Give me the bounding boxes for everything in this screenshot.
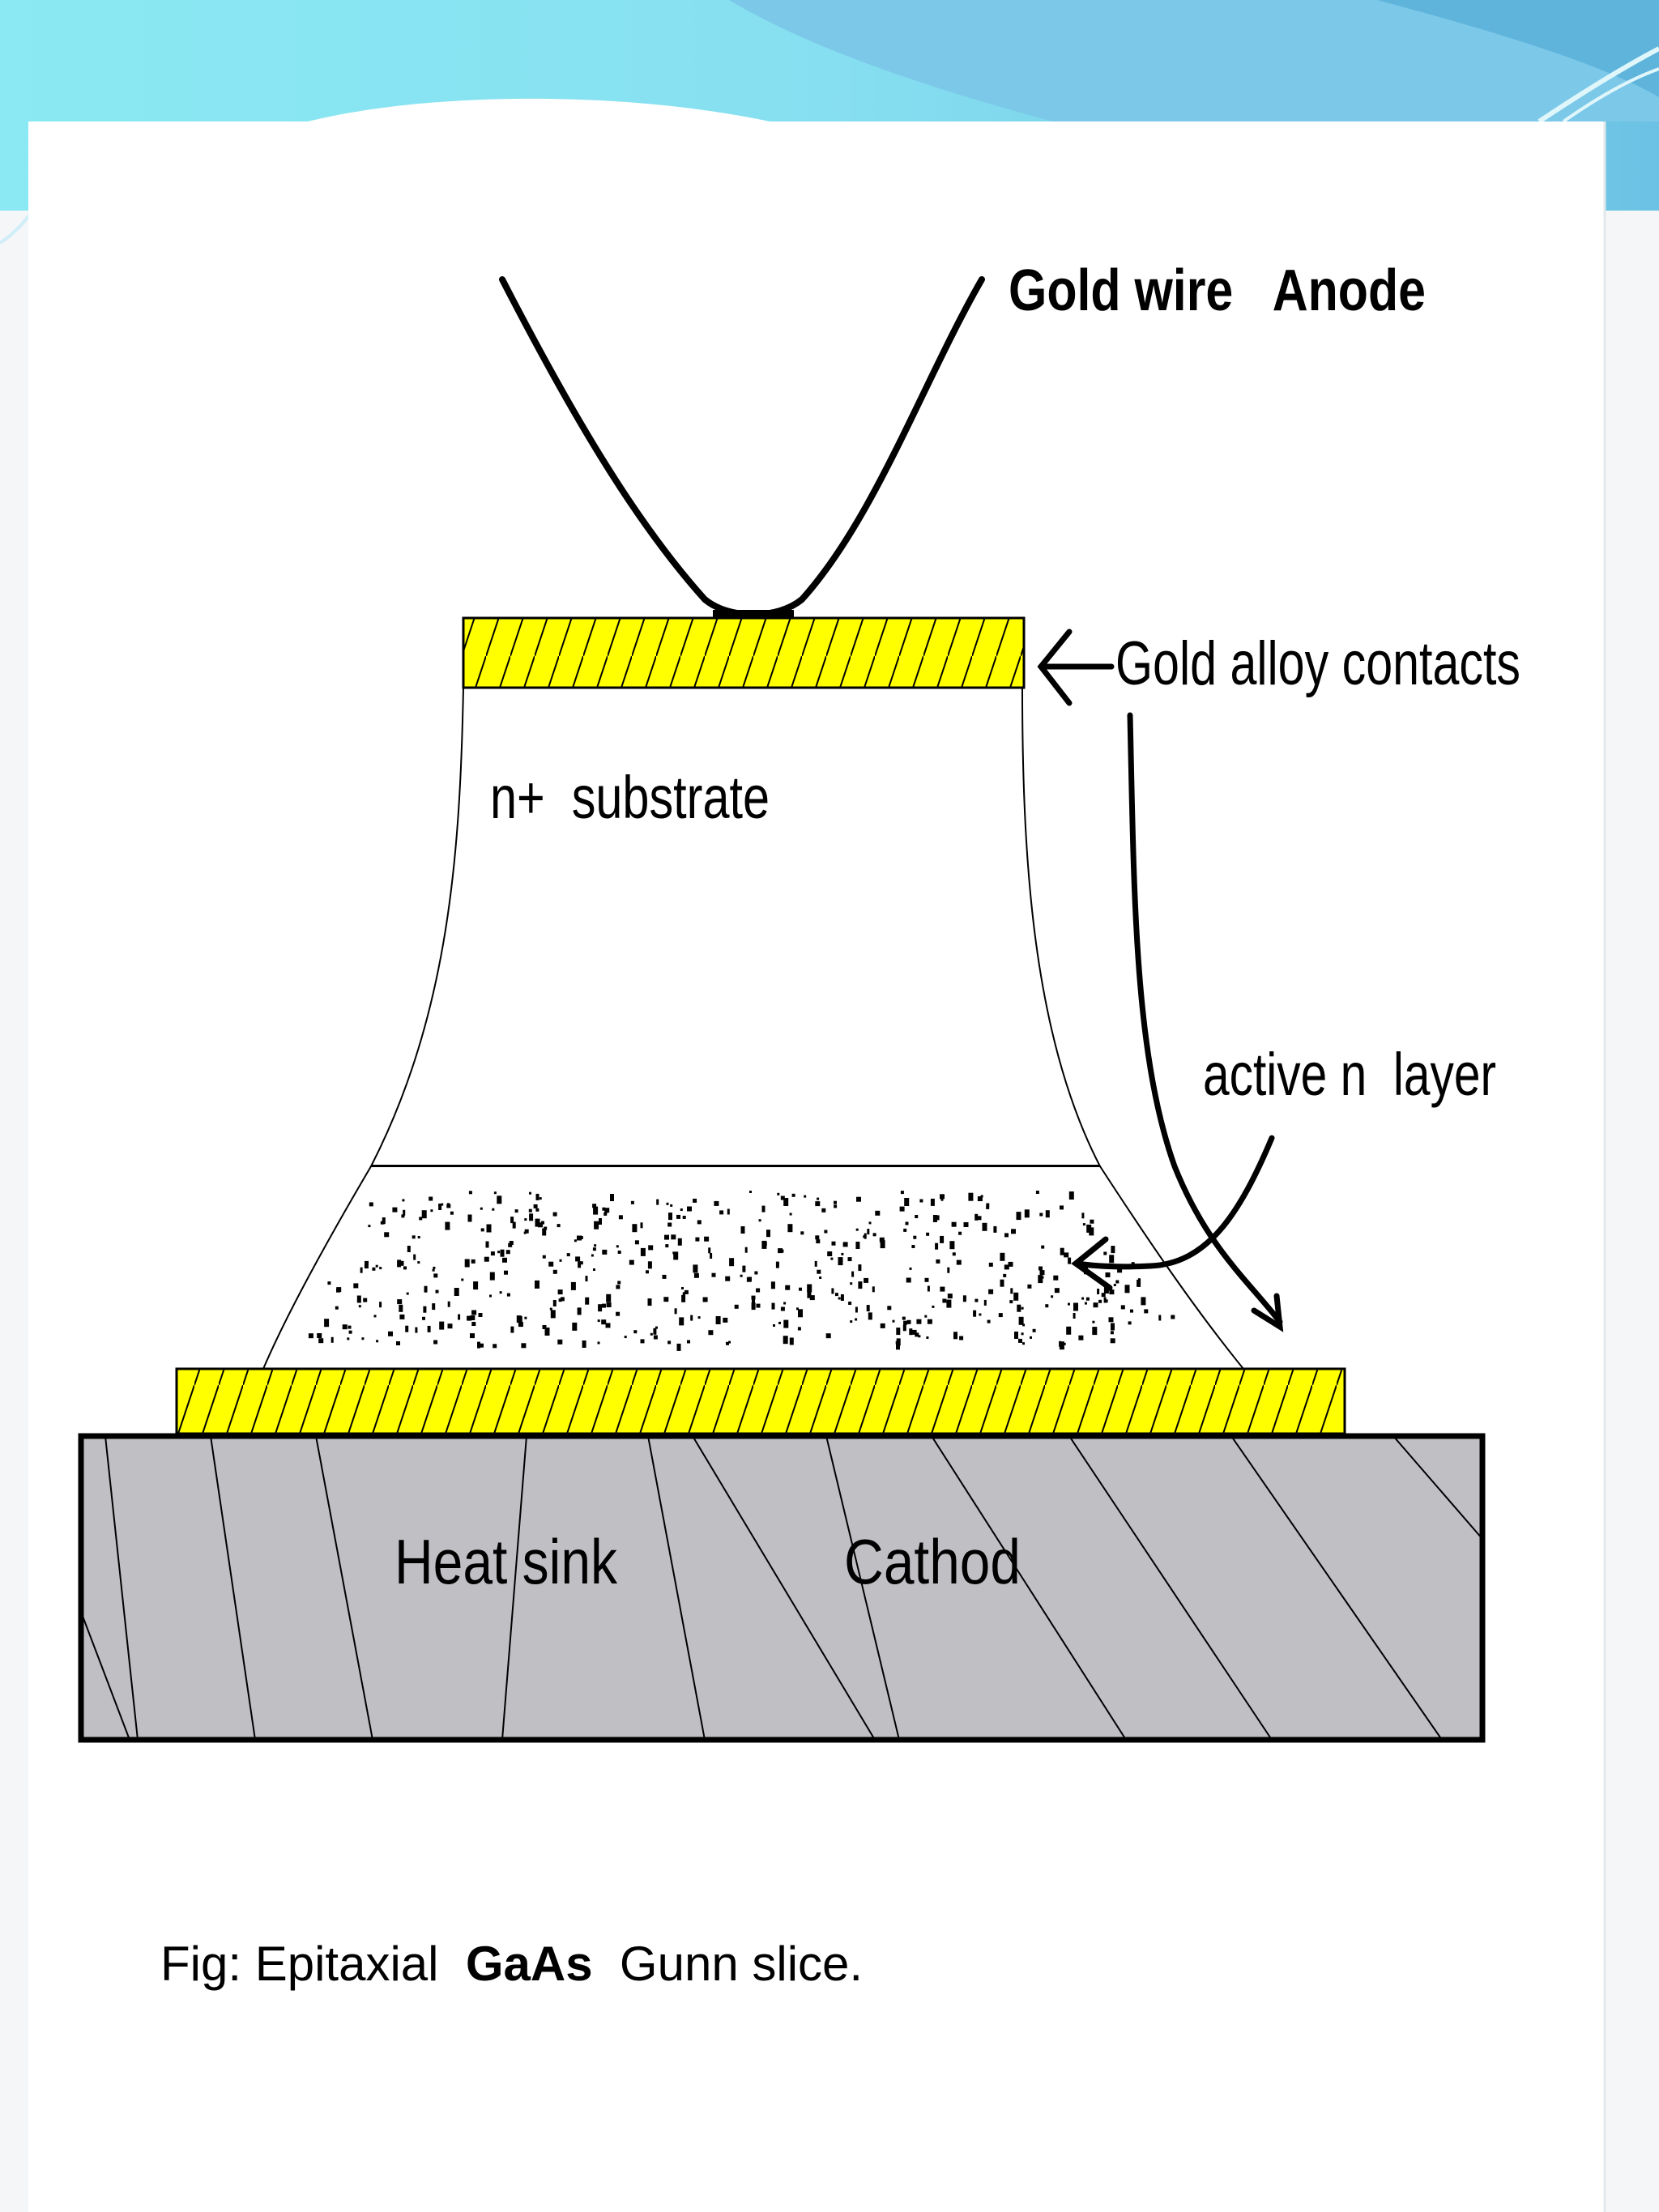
label-cathod: Cathod (844, 1526, 1021, 1597)
label-gold-alloy-contacts: Gold alloy contacts (1115, 629, 1520, 698)
bottom-gold-alloy-contact (175, 1367, 1346, 1435)
figure-caption: Fig: Epitaxial GaAs Gunn slice. (160, 1937, 863, 1991)
caption-bold: GaAs (466, 1937, 593, 1991)
label-heat-sink: Heat sink (394, 1526, 618, 1597)
contacts-to-bottom-arrow (1127, 712, 1284, 1332)
top-gold-alloy-contact (462, 616, 1026, 689)
active-layer-arrow (1071, 1135, 1275, 1291)
label-n-plus-substrate: n+ substrate (490, 764, 770, 831)
caption-suffix: Gunn slice. (593, 1937, 864, 1991)
active-layer-dots (308, 1191, 1175, 1351)
n-plus-substrate-body (369, 687, 1102, 1167)
label-gold-wire-anode: Gold wire Anode (1009, 258, 1426, 323)
heat-sink-block (78, 1433, 1486, 1743)
label-active-n-layer: active n layer (1203, 1041, 1496, 1108)
caption-prefix: Fig: Epitaxial (160, 1937, 466, 1991)
contacts-arrow (1037, 629, 1115, 706)
